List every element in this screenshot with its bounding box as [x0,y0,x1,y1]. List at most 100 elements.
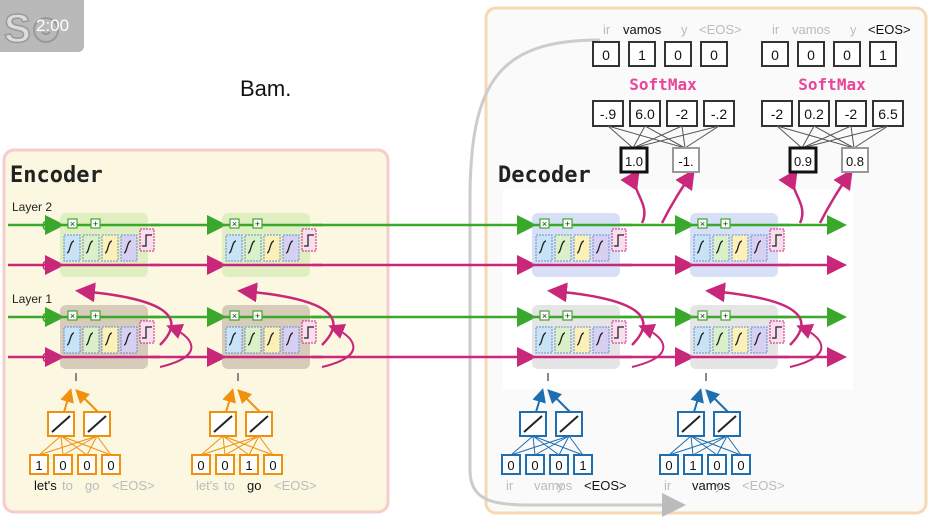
onehot-value: 0 [83,458,90,473]
onehot-output-value: 0 [843,47,851,63]
weight-line [726,435,742,456]
onehot-output-cell [797,41,825,67]
input-token: go [85,478,99,493]
fc-line [644,125,686,149]
sigmoid-icon [247,332,256,346]
logit-value: 6.0 [635,106,655,122]
fully-connected-icon [619,146,649,174]
output-token: <EOS> [868,22,911,37]
logit-value: 0.2 [804,106,824,122]
onehot-value: 0 [507,458,514,473]
encoder-lstm-unit: ×+ [54,305,160,369]
gate-block [573,234,591,262]
onehot-cell [573,454,593,475]
onehot-cell [263,454,283,475]
logit-cell [872,100,904,127]
onehot-output-value: 1 [638,47,646,63]
tanh-icon [772,326,782,339]
sigmoid-icon [557,332,566,346]
fully-connected-icon [788,146,818,174]
sigmoid-icon [104,332,113,346]
gate-block [693,326,711,354]
sigmoid-icon [715,332,724,346]
multiply-icon [539,310,550,321]
hidden-out-arrow [631,324,665,368]
output-token: y [681,22,688,37]
output-gate [139,228,155,252]
fc-line [801,125,889,149]
embed-arrow [690,388,704,413]
gate-block [101,234,119,262]
weight-line [200,435,260,456]
encoder-lstm-unit: ×+ [216,213,322,277]
gate-block [225,326,243,354]
input-token: y [557,478,564,493]
output-token: ir [603,22,611,37]
onehot-output-cell [761,41,789,67]
weight-line [248,435,260,456]
init-zero: 0 [42,350,49,365]
gate-block [101,326,119,354]
multiply-symbol: × [70,311,75,321]
multiply-icon [539,218,550,229]
weight-line [668,435,692,456]
weight-line [692,435,728,456]
init-zero: 0 [42,258,49,273]
softmax-label: SoftMax [629,75,697,94]
onehot-output-value: 0 [674,47,682,63]
fc-line [776,125,855,149]
linear-activation [681,415,701,433]
add-symbol: + [723,311,728,321]
fc-line [632,125,683,149]
add-icon [720,218,731,229]
multiply-symbol: × [232,311,237,321]
onehot-value: 1 [245,458,252,473]
sigmoid-icon [538,240,547,254]
gate-block [282,234,300,262]
gate-block [82,234,100,262]
tanh-icon [304,326,314,339]
gate-block [82,326,100,354]
onehot-cell [659,454,679,475]
onehot-output-value: 0 [710,47,718,63]
sigmoid-icon [85,240,94,254]
onehot-value: 0 [531,458,538,473]
output-token: ir [772,22,780,37]
onehot-value: 0 [107,458,114,473]
logit-cell [761,100,793,127]
input-token: <EOS> [274,478,317,493]
onehot-output-cell [628,41,656,67]
embed-arrow [60,388,74,413]
embed-arrow [532,388,546,413]
weight-line [222,435,226,456]
embed-arrow [705,389,729,413]
multiply-icon [697,218,708,229]
sigmoid-icon [66,332,75,346]
hidden-out-arrow [789,324,823,368]
input-token: to [62,478,73,493]
gate-block [693,234,711,262]
softmax-label: SoftMax [798,75,866,94]
onehot-cell [501,454,521,475]
weight-line [86,435,98,456]
multiply-symbol: × [70,219,75,229]
onehot-output-cell [833,41,861,67]
add-icon [562,218,573,229]
decoder-lstm-unit: ×+ [526,305,632,369]
tanh-icon [304,234,314,247]
onehot-value: 1 [689,458,696,473]
sigmoid-icon [66,240,75,254]
weight-line [510,435,570,456]
encoder-lstm-unit: ×+ [216,305,322,369]
sigmoid-icon [247,240,256,254]
onehot-value: 0 [221,458,228,473]
weight-line [60,435,88,456]
linear-activation [523,415,543,433]
logo-icon: S [2,4,74,59]
encoder-title: Encoder [10,163,103,188]
multiply-icon [697,310,708,321]
onehot-value: 0 [737,458,744,473]
fc-line [801,125,815,149]
